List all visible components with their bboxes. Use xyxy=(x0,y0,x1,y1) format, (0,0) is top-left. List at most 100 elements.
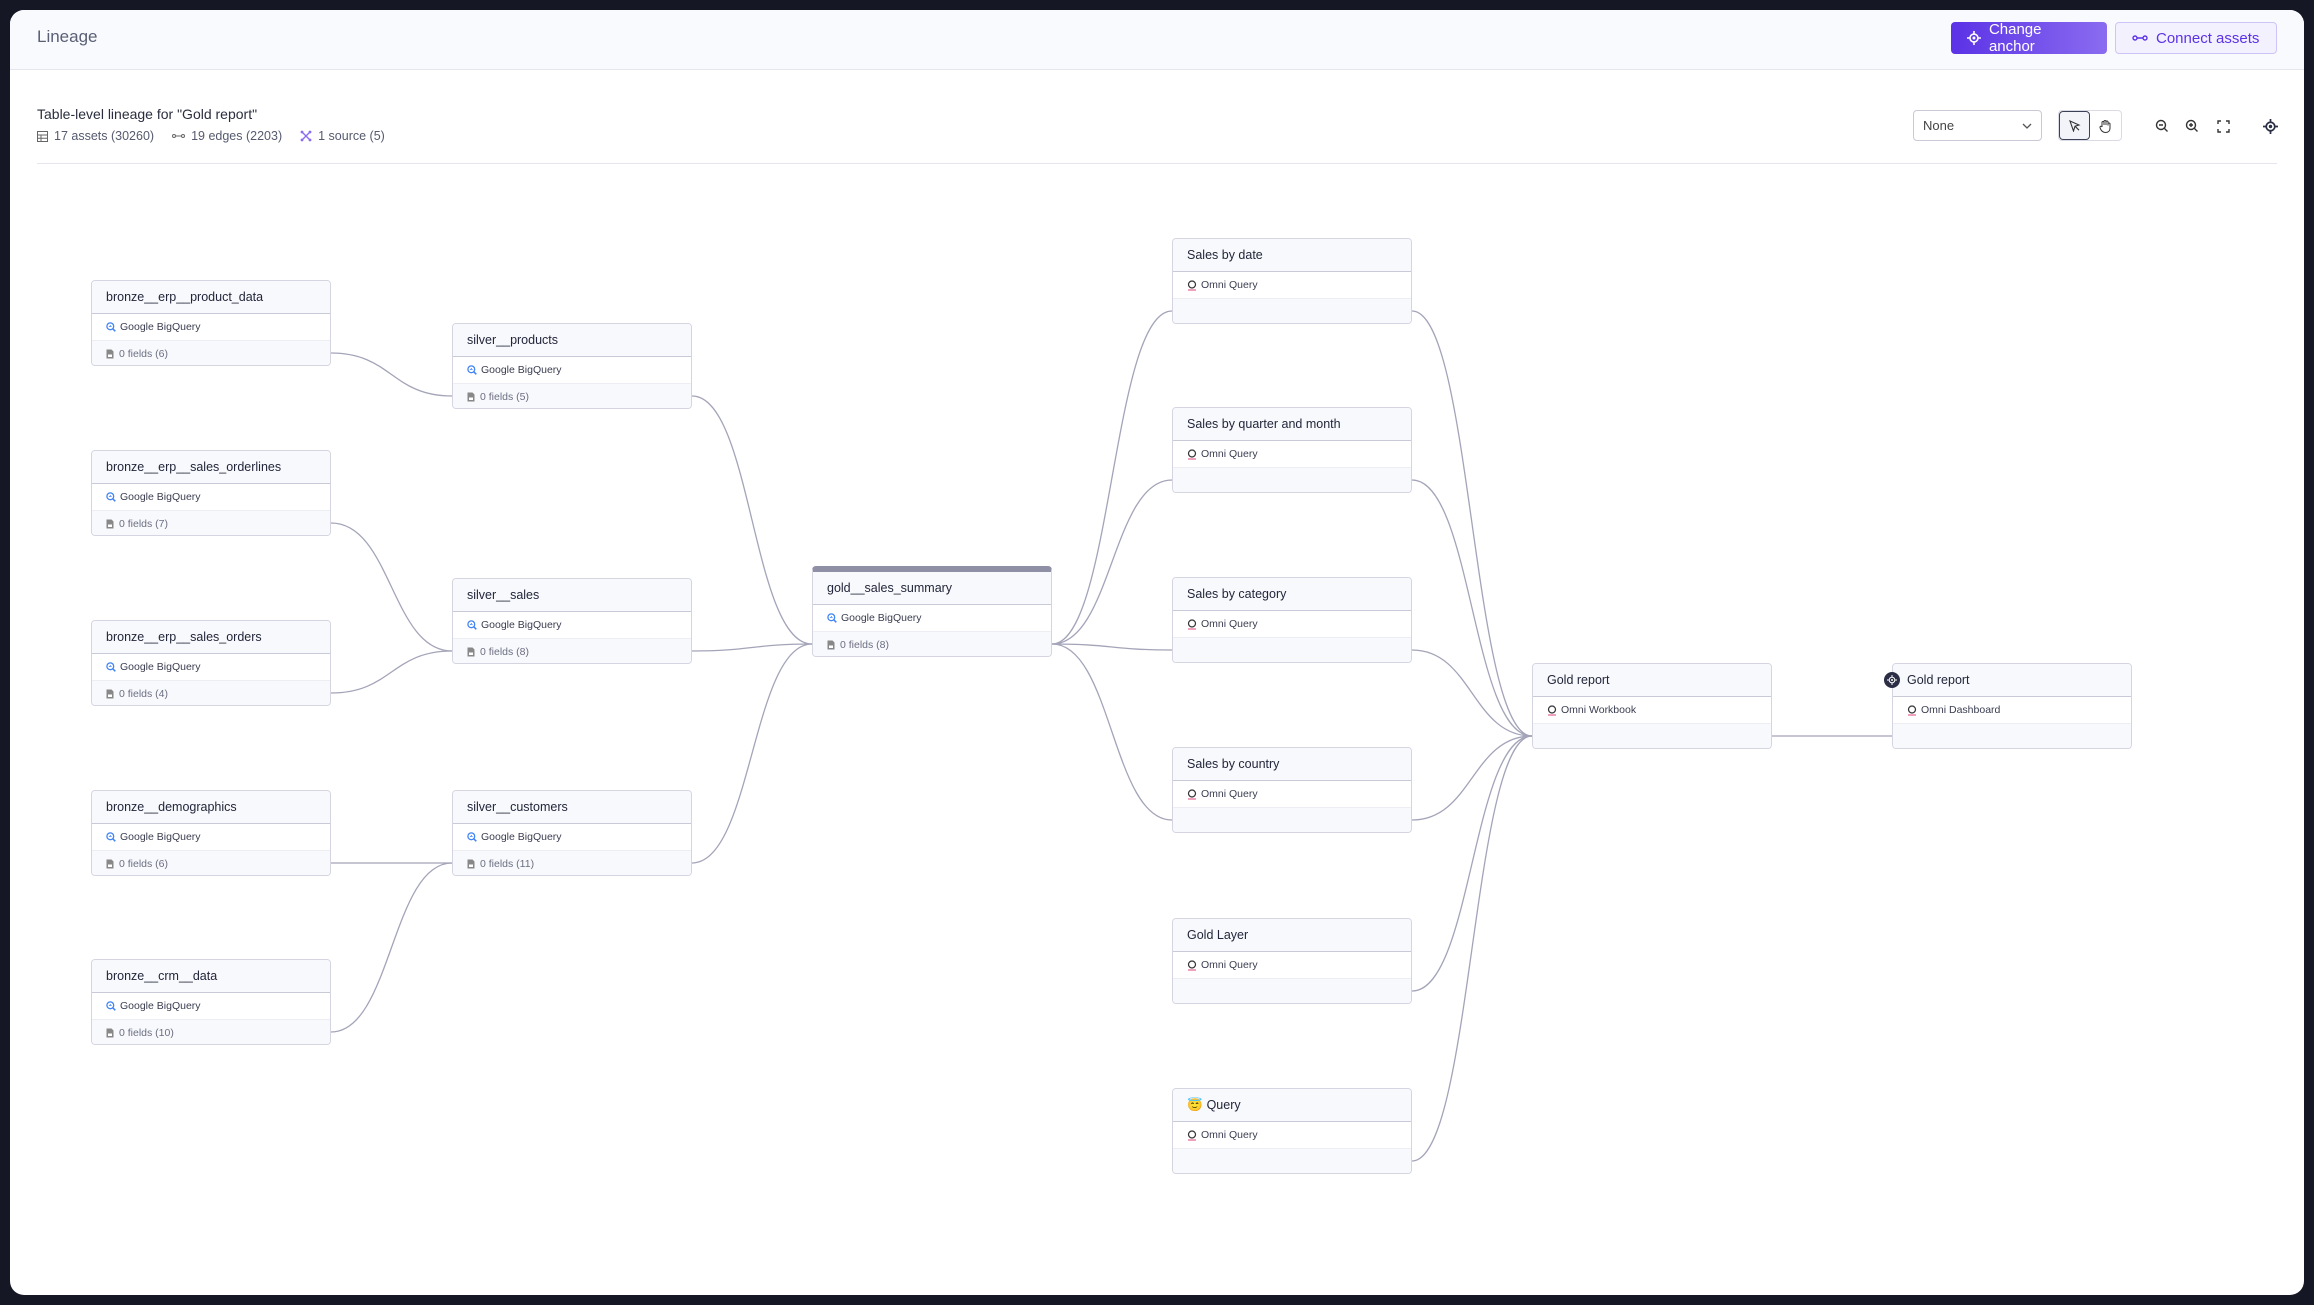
lineage-edge[interactable] xyxy=(1411,310,1533,737)
node-fields[interactable] xyxy=(1173,979,1411,1003)
node-title: bronze__erp__product_data xyxy=(92,281,330,314)
lineage-edge[interactable] xyxy=(1411,649,1533,737)
node-title-text: bronze__erp__product_data xyxy=(106,290,264,304)
node-fields[interactable] xyxy=(1173,468,1411,492)
node-title: Gold report xyxy=(1533,664,1771,697)
node-title: silver__sales xyxy=(453,579,691,612)
bigquery-icon xyxy=(467,620,477,630)
node-fields[interactable]: 0 fields (8) xyxy=(813,632,1051,656)
node-fields[interactable]: 0 fields (6) xyxy=(92,341,330,365)
node-title: Sales by quarter and month xyxy=(1173,408,1411,441)
file-icon xyxy=(106,1028,114,1038)
file-icon xyxy=(106,859,114,869)
lineage-edge[interactable] xyxy=(691,643,813,864)
lineage-stats: 17 assets (30260) 19 edges (2203) 1 sour… xyxy=(37,129,385,143)
node-source: Google BigQuery xyxy=(453,612,691,639)
node-fields[interactable] xyxy=(1173,299,1411,323)
connect-assets-button[interactable]: Connect assets xyxy=(2115,22,2277,54)
node-fields[interactable] xyxy=(1173,638,1411,662)
lineage-edge[interactable] xyxy=(1411,735,1533,1162)
hand-icon xyxy=(2099,119,2111,133)
select-mode-button[interactable] xyxy=(2059,111,2090,140)
center-anchor-button[interactable] xyxy=(2260,116,2280,136)
lineage-edge[interactable] xyxy=(330,522,453,652)
node-source: Omni Query xyxy=(1173,441,1411,468)
omni-icon xyxy=(1187,618,1197,629)
node-source-text: Google BigQuery xyxy=(120,661,201,673)
node-source-text: Google BigQuery xyxy=(481,619,562,631)
node-source: Google BigQuery xyxy=(453,357,691,384)
lineage-edge[interactable] xyxy=(1051,479,1173,645)
node-fields-text: 0 fields (8) xyxy=(840,639,890,651)
lineage-edge[interactable] xyxy=(1411,735,1533,992)
zoom-out-button[interactable] xyxy=(2152,116,2172,136)
node-fields-text: 0 fields (6) xyxy=(119,858,169,870)
node-fields[interactable] xyxy=(1173,1149,1411,1173)
node-fields[interactable]: 0 fields (8) xyxy=(453,639,691,663)
node-fields[interactable] xyxy=(1533,724,1771,748)
node-fields-text: 0 fields (8) xyxy=(480,646,530,658)
node-title: silver__products xyxy=(453,324,691,357)
node-source-text: Omni Query xyxy=(1201,1129,1258,1141)
node-fields-text: 0 fields (6) xyxy=(119,348,169,360)
lineage-panel: Lineage Change anchor Connect assets Tab… xyxy=(10,10,2304,1295)
bigquery-icon xyxy=(106,322,116,332)
node-source-text: Omni Query xyxy=(1201,279,1258,291)
node-title: bronze__demographics xyxy=(92,791,330,824)
lineage-edge[interactable] xyxy=(1051,310,1173,645)
node-title-text: bronze__erp__sales_orderlines xyxy=(106,460,282,474)
node-fields[interactable]: 0 fields (10) xyxy=(92,1020,330,1044)
fit-view-button[interactable] xyxy=(2213,116,2233,136)
file-icon xyxy=(106,519,114,529)
lineage-edge[interactable] xyxy=(330,352,453,397)
node-fields-text: 0 fields (7) xyxy=(119,518,169,530)
node-fields[interactable]: 0 fields (4) xyxy=(92,681,330,705)
lineage-edge[interactable] xyxy=(691,643,813,652)
lineage-edge[interactable] xyxy=(1051,643,1173,821)
bigquery-icon xyxy=(106,662,116,672)
lineage-edge[interactable] xyxy=(330,650,453,694)
bigquery-icon xyxy=(106,1001,116,1011)
change-anchor-button[interactable]: Change anchor xyxy=(1951,21,2107,55)
node-fields[interactable] xyxy=(1893,724,2131,748)
zoom-in-button[interactable] xyxy=(2182,116,2202,136)
group-by-select[interactable]: None xyxy=(1913,110,2042,141)
node-fields[interactable] xyxy=(1173,808,1411,832)
node-source-text: Omni Query xyxy=(1201,959,1258,971)
lineage-edge[interactable] xyxy=(691,395,813,645)
node-fields[interactable]: 0 fields (6) xyxy=(92,851,330,875)
lineage-edge[interactable] xyxy=(1051,643,1173,651)
node-title-text: Sales by date xyxy=(1187,248,1263,262)
file-icon xyxy=(467,392,475,402)
lineage-edge[interactable] xyxy=(1411,735,1533,821)
node-fields[interactable]: 0 fields (5) xyxy=(453,384,691,408)
lineage-edge[interactable] xyxy=(330,862,453,1033)
node-title-text: silver__products xyxy=(467,333,559,347)
zoom-out-icon xyxy=(2155,119,2168,132)
node-source-text: Omni Workbook xyxy=(1561,704,1637,716)
node-fields[interactable]: 0 fields (7) xyxy=(92,511,330,535)
node-source-text: Omni Query xyxy=(1201,788,1258,800)
node-fields-text: 0 fields (4) xyxy=(119,688,169,700)
lineage-edge[interactable] xyxy=(1411,479,1533,737)
pan-mode-button[interactable] xyxy=(2090,111,2121,140)
node-fields[interactable]: 0 fields (11) xyxy=(453,851,691,875)
node-source-text: Omni Query xyxy=(1201,448,1258,460)
